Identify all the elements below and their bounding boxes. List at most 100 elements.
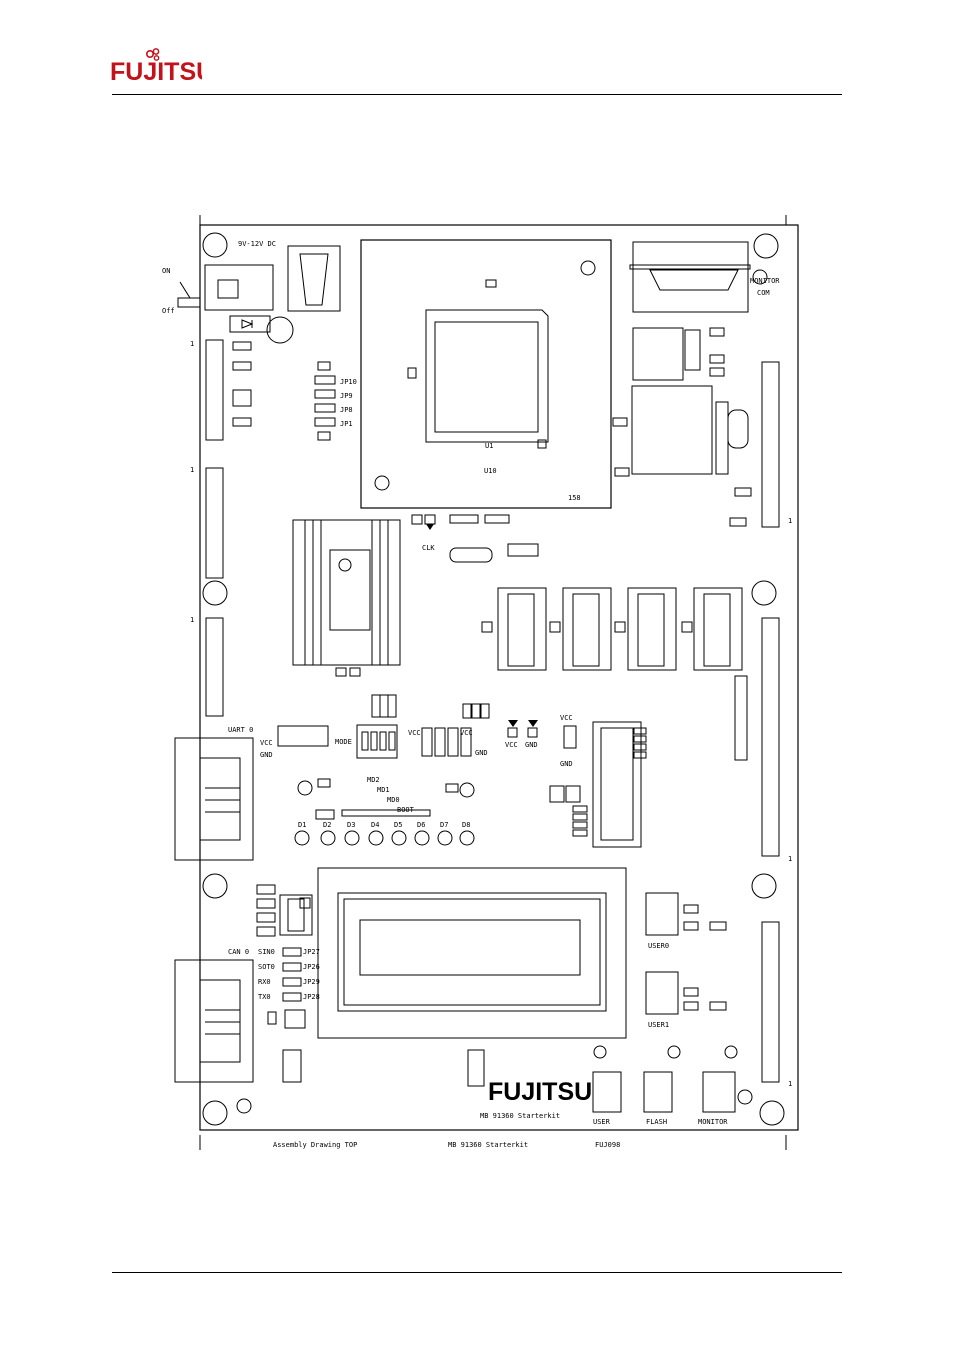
led-d8 [459,830,475,846]
resistor-array-r7 [341,809,431,817]
svg-text:UART 0: UART 0 [228,726,253,734]
c16-capacitor [266,316,294,344]
mounting-hole [751,873,777,899]
svg-text:SOT0: SOT0 [258,963,275,971]
u7-chip [627,587,677,671]
svg-text:MD1: MD1 [377,786,390,794]
svg-text:USER1: USER1 [648,1021,669,1029]
svg-text:1: 1 [190,340,194,348]
led-d1 [294,830,310,846]
mounting-hole [759,1100,785,1126]
button-flash [643,1071,673,1113]
svg-text:VCC: VCC [260,739,273,747]
u14-chip [631,385,713,475]
svg-text:JP27: JP27 [303,948,320,956]
svg-text:U10: U10 [484,467,497,475]
jp25-header [761,617,780,857]
jp24-header [761,921,780,1083]
mounting-hole [202,1100,228,1126]
svg-text:MONITOR: MONITOR [698,1118,728,1126]
led-d2 [320,830,336,846]
fujitsu-logo: FUJITSU [110,48,214,88]
mounting-hole [753,233,779,259]
svg-text:MD0: MD0 [387,796,400,804]
svg-text:GND: GND [260,751,273,759]
svg-text:MB 91360 Starterkit: MB 91360 Starterkit [480,1112,560,1120]
header-rule [112,94,842,95]
rv2-pot [282,1049,302,1083]
svg-text:MB 91360 Starterkit: MB 91360 Starterkit [448,1141,528,1149]
svg-text:SIN0: SIN0 [258,948,275,956]
svg-text:COM: COM [757,289,770,297]
logo-text: FUJITSU [110,58,202,86]
mounting-hole [202,232,228,258]
svg-text:D7: D7 [440,821,448,829]
svg-text:USER: USER [593,1118,611,1126]
svg-text:JP28: JP28 [303,993,320,1001]
mounting-hole [751,580,777,606]
svg-text:RX0: RX0 [258,978,271,986]
svg-text:JP10: JP10 [340,378,357,386]
svg-text:FUJITSU: FUJITSU [488,1078,592,1106]
led-row [294,830,475,846]
board-outline [199,224,799,1131]
svg-text:D8: D8 [462,821,470,829]
svg-text:1: 1 [788,855,792,863]
button-user [592,1071,622,1113]
u13-chip [592,721,642,848]
svg-text:MD2: MD2 [367,776,380,784]
u6-chip [562,587,612,671]
dc-jack [287,245,341,312]
svg-text:JP26: JP26 [303,963,320,971]
svg-text:U1: U1 [485,442,493,450]
svg-text:158: 158 [568,494,581,502]
led-d6 [414,830,430,846]
svg-text:VCC: VCC [505,741,518,749]
svg-text:JP29: JP29 [303,978,320,986]
svg-text:MONITOR: MONITOR [750,277,780,285]
svg-text:USER0: USER0 [648,942,669,950]
svg-text:VCC: VCC [560,714,573,722]
jp18-header [205,339,224,441]
led-d3 [344,830,360,846]
svg-text:D6: D6 [417,821,425,829]
jp14-header [205,617,224,717]
svg-text:FUJ098: FUJ098 [595,1141,620,1149]
cpu-socket [360,239,612,509]
mounting-hole [202,873,228,899]
power-switch [204,264,274,311]
svg-text:TX0: TX0 [258,993,271,1001]
svg-text:D2: D2 [323,821,331,829]
svg-text:D3: D3 [347,821,355,829]
jp16-header [761,361,780,528]
u3-chip [279,894,313,936]
jp20-header [205,467,224,579]
led-d5 [391,830,407,846]
svg-text:GND: GND [475,749,488,757]
lcd-outline [317,867,627,1039]
mode-switch-s1 [356,724,398,759]
svg-text:JP8: JP8 [340,406,353,414]
svg-text:GND: GND [525,741,538,749]
svg-text:VCC: VCC [408,729,421,737]
svg-text:Assembly Drawing TOP: Assembly Drawing TOP [273,1141,357,1149]
assembly-drawing: 9V-12V DC ON Off 1 1 1 JP10 JP9 JP8 JP1 … [150,210,800,1160]
svg-text:VCC: VCC [460,729,473,737]
svg-text:CLK: CLK [422,544,435,552]
svg-text:D5: D5 [394,821,402,829]
svg-text:1: 1 [190,616,194,624]
can-connector-p2 [174,959,254,1083]
button-monitor [702,1071,736,1113]
svg-text:CAN 0: CAN 0 [228,948,249,956]
svg-text:D1: D1 [298,821,306,829]
monitor-connector [632,241,749,313]
svg-text:JP1: JP1 [340,420,353,428]
svg-text:JP9: JP9 [340,392,353,400]
uart-connector-p1 [174,737,254,861]
svg-text:FLASH: FLASH [646,1118,667,1126]
cpu-chip [425,309,549,443]
footer-rule [112,1272,842,1273]
button-user0 [645,892,679,936]
mounting-hole [202,580,228,606]
heatsink [292,519,401,666]
